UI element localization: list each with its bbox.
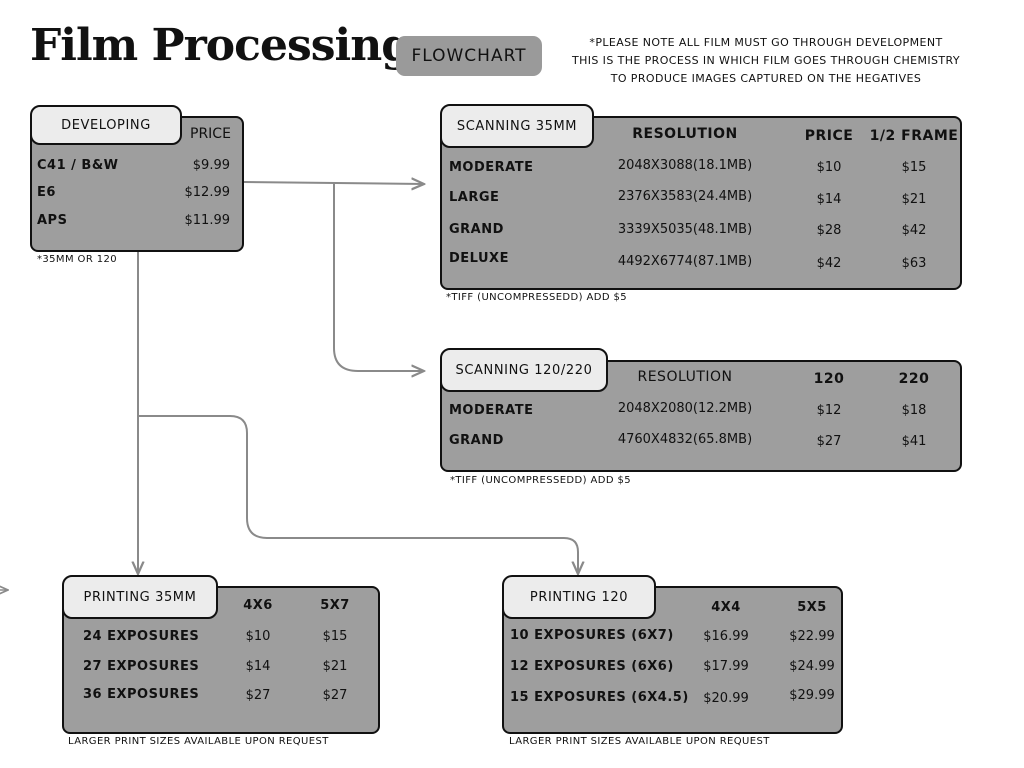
scanning35-row-half: $21 [901, 192, 927, 207]
printing35-row-4x6: $10 [245, 629, 271, 644]
scanning35-tab: SCANNING 35MM [440, 104, 594, 148]
scanning35-header-resolution: RESOLUTION [632, 126, 738, 142]
scanning35-box [440, 116, 962, 290]
printing120-header-5x5: 5X5 [797, 600, 827, 615]
scanning35-row-price: $14 [816, 192, 842, 207]
developing-footnote: *35MM OR 120 [37, 254, 118, 265]
printing35-row-4x6: $27 [245, 688, 271, 703]
printing120-row-name: 12 EXPOSURES (6X6) [510, 659, 674, 674]
scanning120-header-120: 120 [813, 371, 845, 387]
scanning35-header-price: PRICE [804, 128, 854, 144]
scanning120-header-resolution: RESOLUTION [637, 369, 733, 385]
printing35-footnote: LARGER PRINT SIZES AVAILABLE UPON REQUES… [68, 736, 329, 747]
scanning35-row-name: LARGE [449, 190, 500, 205]
printing35-header-5x7: 5X7 [320, 598, 350, 613]
scanning35-row-half: $42 [901, 223, 927, 238]
scanning35-row-resolution: 2048X3088(18.1MB) [617, 158, 753, 173]
printing35-tab: PRINTING 35MM [62, 575, 218, 619]
developing-row-name: APS [37, 213, 68, 228]
header-note: *PLEASE NOTE ALL FILM MUST GO THROUGH DE… [556, 34, 976, 88]
scanning35-header-half-frame: 1/2 FRAME [869, 128, 959, 144]
scanning35-row-name: DELUXE [449, 251, 509, 266]
printing120-row-4x4: $20.99 [703, 691, 749, 706]
printing120-footnote: LARGER PRINT SIZES AVAILABLE UPON REQUES… [509, 736, 770, 747]
printing35-row-5x7: $27 [322, 688, 348, 703]
note-line: TO PRODUCE IMAGES CAPTURED ON THE HEGATI… [610, 72, 922, 85]
printing35-row-name: 24 EXPOSURES [83, 629, 200, 644]
scanning35-row-resolution: 2376X3583(24.4MB) [617, 189, 753, 204]
scanning35-row-resolution: 4492X6774(87.1MB) [617, 254, 753, 269]
scanning120-footnote: *TIFF (UNCOMPRESSEDD) ADD $5 [450, 475, 632, 486]
scanning120-row-resolution: 4760X4832(65.8MB) [617, 432, 753, 447]
developing-price-header: PRICE [190, 126, 231, 142]
printing120-row-5x5: $22.99 [789, 629, 835, 644]
printing120-box [502, 586, 843, 734]
printing35-row-5x7: $21 [322, 659, 348, 674]
scanning120-row-220: $41 [901, 434, 927, 449]
scanning35-row-name: GRAND [449, 222, 504, 237]
scanning120-row-name: MODERATE [449, 403, 534, 418]
printing120-row-5x5: $24.99 [789, 659, 835, 674]
scanning35-row-half: $63 [901, 256, 927, 271]
scanning120-row-resolution: 2048X2080(12.2MB) [617, 401, 753, 416]
scanning35-row-price: $28 [816, 223, 842, 238]
scanning120-row-220: $18 [901, 403, 927, 418]
arrow-developing-to-scanning120 [333, 183, 424, 371]
scanning120-header-220: 220 [898, 371, 930, 387]
arrow-branch-to-printing120 [138, 415, 578, 574]
scanning120-tab: SCANNING 120/220 [440, 348, 608, 392]
printing120-row-4x4: $17.99 [703, 659, 749, 674]
scanning120-row-name: GRAND [449, 433, 504, 448]
scanning120-row-120: $27 [816, 434, 842, 449]
note-line: *PLEASE NOTE ALL FILM MUST GO THROUGH DE… [589, 36, 943, 49]
scanning35-footnote: *TIFF (UNCOMPRESSEDD) ADD $5 [446, 292, 628, 303]
scanning35-row-price: $42 [816, 256, 842, 271]
note-line: THIS IS THE PROCESS IN WHICH FILM GOES T… [571, 54, 961, 67]
printing120-row-name: 15 EXPOSURES (6X4.5) [510, 690, 689, 705]
printing120-header-4x4: 4X4 [711, 600, 741, 615]
scanning120-row-120: $12 [816, 403, 842, 418]
developing-row-price: $12.99 [184, 185, 231, 200]
developing-row-name: C41 / B&W [37, 158, 119, 173]
printing35-row-name: 27 EXPOSURES [83, 659, 200, 674]
printing35-row-name: 36 EXPOSURES [83, 687, 200, 702]
printing120-row-4x4: $16.99 [703, 629, 749, 644]
developing-row-price: $9.99 [192, 158, 230, 173]
scanning35-row-price: $10 [816, 160, 842, 175]
printing120-row-5x5: $29.99 [789, 688, 835, 703]
developing-row-price: $11.99 [184, 213, 231, 228]
printing35-header-4x6: 4X6 [243, 598, 273, 613]
printing35-row-5x7: $15 [322, 629, 348, 644]
printing120-tab: PRINTING 120 [502, 575, 656, 619]
developing-tab: DEVELOPING [30, 105, 182, 145]
printing35-row-4x6: $14 [245, 659, 271, 674]
developing-row-name: E6 [37, 185, 56, 200]
flowchart-badge: FLOWCHART [396, 36, 542, 76]
scanning35-row-name: MODERATE [449, 160, 534, 175]
scanning35-row-resolution: 3339X5035(48.1MB) [617, 222, 753, 237]
scanning35-row-half: $15 [901, 160, 927, 175]
page-title: Film Processing [30, 20, 412, 71]
printing120-row-name: 10 EXPOSURES (6X7) [510, 628, 674, 643]
